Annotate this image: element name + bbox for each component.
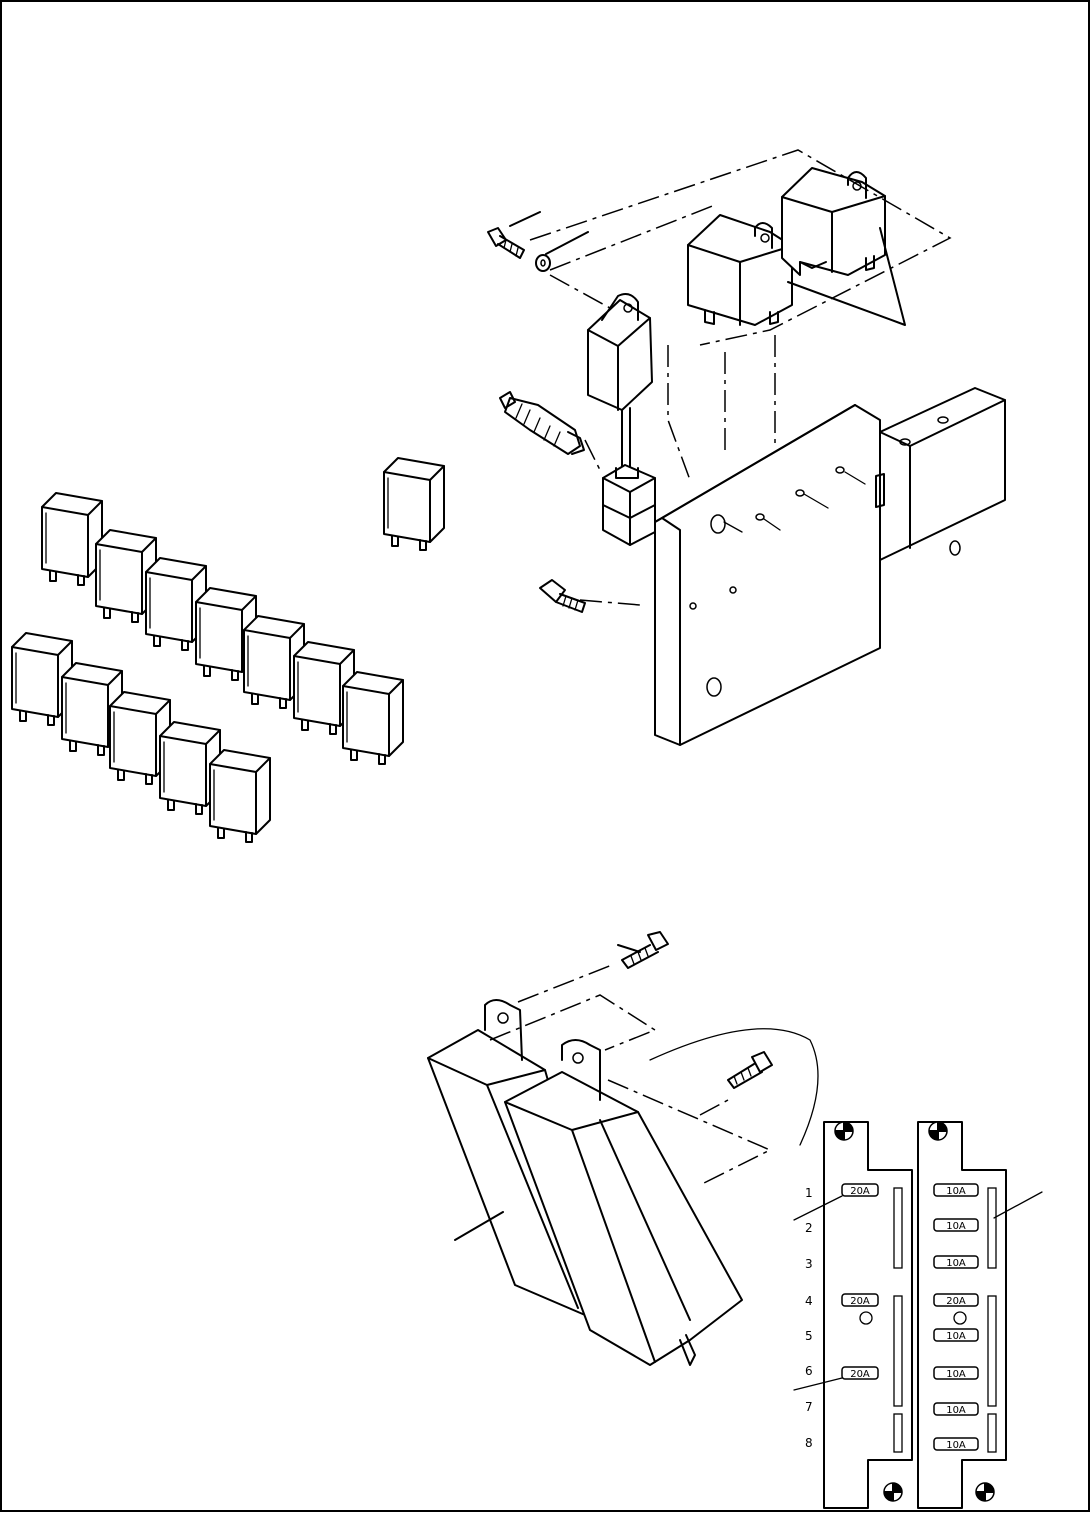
washer-top [535, 254, 551, 272]
fuse-label: 20A [850, 1369, 870, 1380]
fuse-label: 10A [946, 1258, 966, 1269]
fuse-label: 10A [946, 1221, 966, 1232]
fuse-10a: 10A [933, 1402, 979, 1416]
fuse-10a: 10A [933, 1255, 979, 1269]
row-number: 1 [805, 1186, 813, 1200]
bolt-upper [621, 931, 669, 969]
fuse-box-right: 10A 10A 10A 20A 10A 10A 10A 10A [917, 1121, 1043, 1509]
row-number: 8 [805, 1436, 813, 1450]
fuse-10a: 10A [933, 1437, 979, 1451]
fuse-label: 20A [850, 1296, 870, 1307]
row-number: 6 [805, 1364, 813, 1378]
flasher-unit [587, 293, 656, 546]
fuse-box-left: 1 2 3 4 5 6 7 8 20A 20A 20A [793, 1121, 913, 1509]
fuse-label: 10A [946, 1331, 966, 1342]
fuse-label: 10A [946, 1369, 966, 1380]
controller-box-front [504, 1039, 743, 1366]
fuse-20a: 20A [841, 1293, 879, 1307]
fuse-10a: 10A [933, 1366, 979, 1380]
spare-relay-single [383, 457, 445, 551]
fuse-row-numbers: 1 2 3 4 5 6 7 8 [805, 1186, 813, 1450]
sensor-switch [499, 391, 585, 455]
fuse-10a: 10A [933, 1183, 979, 1197]
row-number: 5 [805, 1329, 813, 1343]
row-number: 7 [805, 1400, 813, 1414]
fuse-10a: 10A [933, 1218, 979, 1232]
fuse-label: 10A [946, 1186, 966, 1197]
bolt-side [727, 1051, 773, 1089]
screw-top [487, 227, 525, 259]
fuse-label: 20A [850, 1186, 870, 1197]
fuse-label: 20A [946, 1296, 966, 1307]
controller-unit-right [781, 167, 886, 276]
fuse-label: 10A [946, 1405, 966, 1416]
row-number: 2 [805, 1221, 813, 1235]
row-number: 4 [805, 1294, 813, 1308]
fuse-20a: 20A [933, 1293, 979, 1307]
fuse-10a: 10A [933, 1328, 979, 1342]
row-number: 3 [805, 1257, 813, 1271]
controller-unit-left [687, 214, 793, 326]
mounting-bracket [654, 387, 1006, 746]
leader-lines-upper [509, 149, 952, 606]
leader-lines-lower [454, 944, 819, 1241]
fuse-label: 10A [946, 1440, 966, 1451]
fuse-20a: 20A [841, 1183, 879, 1197]
fuse-20a: 20A [841, 1366, 879, 1380]
bolt-lower [539, 579, 586, 613]
